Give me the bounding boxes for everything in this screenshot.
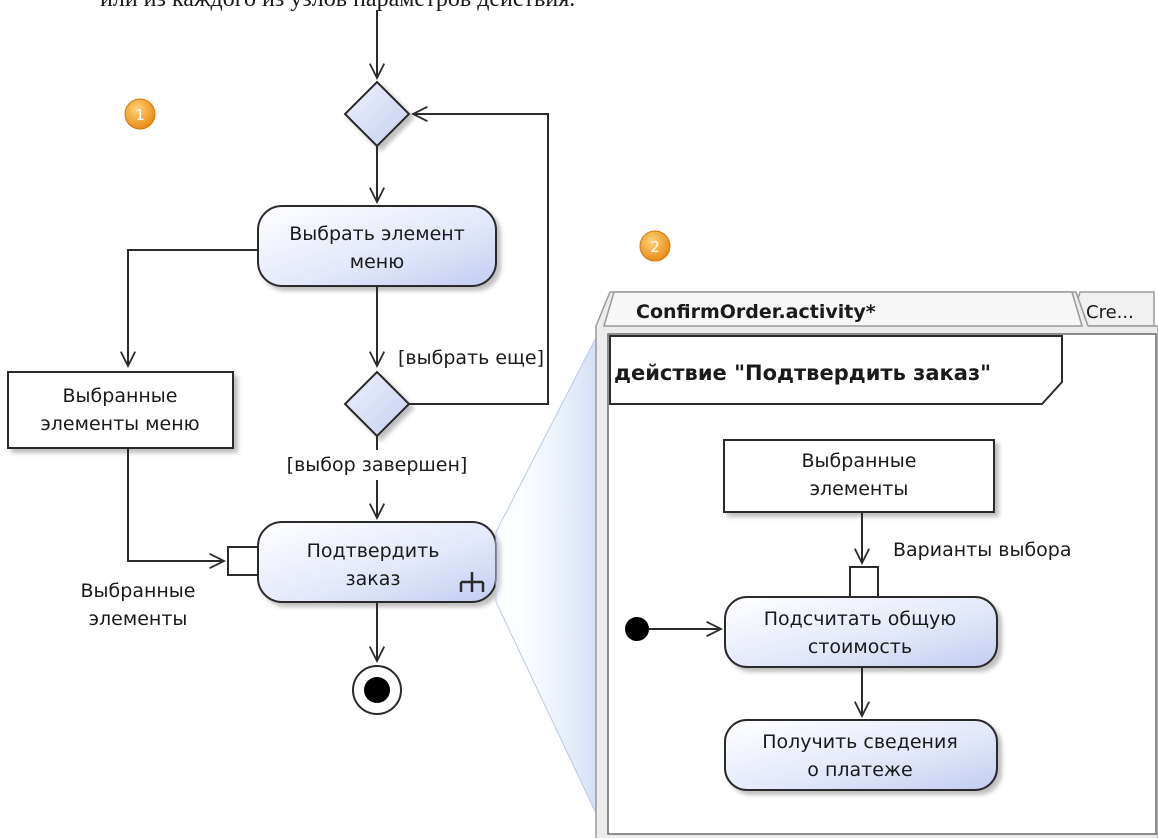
frame-label: [609, 335, 1063, 405]
svg-text:1: 1: [135, 106, 145, 124]
input-pin: [227, 546, 259, 576]
inner-object-line1: Выбранные: [802, 450, 917, 472]
flow-loop-back: [409, 114, 549, 405]
pin-label-line1: Выбранные: [81, 580, 196, 602]
action-select-line2: меню: [350, 251, 404, 273]
action-compute-line2: стоимость: [808, 636, 912, 658]
action-payment-line1: Получить сведения: [762, 731, 958, 753]
activity-final-node: [352, 665, 402, 715]
action-payment-line2: о платеже: [807, 759, 912, 781]
action-confirm-line2: заказ: [346, 568, 401, 590]
badge-2: 2: [639, 230, 671, 262]
call-behavior-rake-icon: [459, 572, 485, 592]
tab-inactive-label: Cre...: [1086, 302, 1134, 323]
pin-label-choices: Варианты выбора: [893, 539, 1072, 561]
action-confirm-line1: Подтвердить: [307, 540, 440, 562]
flow-object-to-pin: [127, 448, 224, 561]
badge-1: 1: [124, 98, 156, 130]
object-selected-line1: Выбранные: [63, 385, 178, 407]
inner-object-line2: элементы: [810, 478, 909, 500]
guard-selection-done: [выбор завершен]: [287, 454, 468, 476]
tab-active[interactable]: [602, 291, 1084, 327]
object-selected-items-inner: [723, 439, 995, 513]
action-get-payment: [724, 719, 998, 791]
tab-active-label: ConfirmOrder.activity*: [636, 301, 876, 323]
guard-choose-more: [выбрать еще]: [398, 347, 544, 369]
action-select-line1: Выбрать элемент: [289, 223, 465, 245]
object-selected-line2: элементы меню: [40, 413, 199, 435]
initial-node: [625, 617, 649, 641]
object-selected-menu-items: [7, 371, 234, 449]
frame-title: действие "Подтвердить заказ": [614, 361, 991, 385]
svg-text:2: 2: [650, 238, 660, 256]
action-compute-line1: Подсчитать общую: [764, 608, 957, 630]
pin-label-line2: элементы: [89, 608, 188, 630]
action-select-menu-item: [257, 205, 497, 287]
decision-more: [343, 370, 411, 438]
header-text: или из каждого из узлов параметров дейст…: [100, 0, 575, 12]
flow-to-object: [128, 249, 258, 366]
input-pin-inner: [849, 566, 879, 598]
decision-merge: [343, 80, 411, 148]
